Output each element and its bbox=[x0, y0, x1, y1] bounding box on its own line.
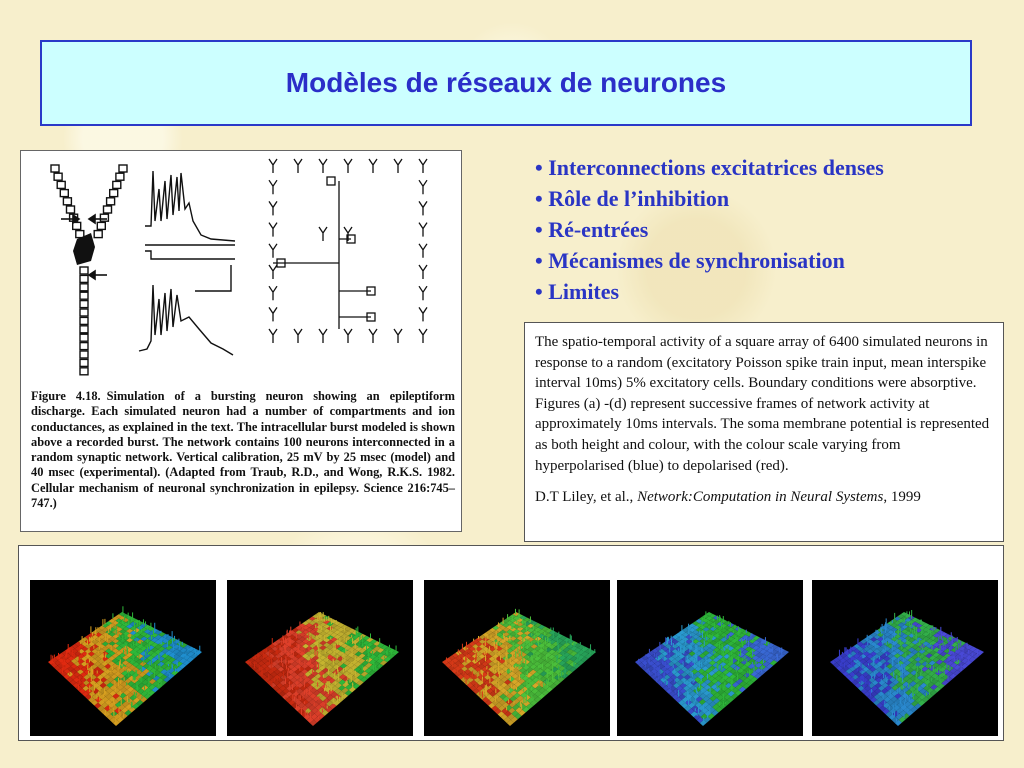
random-synaptic-network bbox=[268, 158, 428, 343]
citation: D.T Liley, et al., Network:Computation i… bbox=[535, 487, 993, 508]
bullet-item: • Rôle de l’inhibition bbox=[535, 186, 730, 211]
citation-authors: D.T Liley, et al., bbox=[535, 489, 638, 506]
bullet-item: • Interconnections excitatrices denses bbox=[535, 155, 884, 180]
activity-surface-1 bbox=[48, 606, 202, 726]
activity-frame-3 bbox=[424, 580, 610, 736]
figure-caption-text: Simulation of a bursting neuron showing … bbox=[31, 389, 455, 511]
activity-frame-5 bbox=[812, 580, 998, 736]
bullet-item: • Mécanismes de synchronisation bbox=[535, 248, 845, 273]
activity-surface-3 bbox=[442, 608, 596, 726]
description-text: The spatio-temporal activity of a square… bbox=[535, 334, 990, 474]
citation-journal: Network:Computation in Neural Systems bbox=[637, 489, 884, 506]
burst-traces bbox=[138, 170, 236, 356]
activity-frame-1 bbox=[30, 580, 216, 736]
arrows bbox=[61, 213, 107, 281]
bullet-item: • Ré-entrées bbox=[535, 217, 649, 242]
figure-label: Figure 4.18. bbox=[31, 389, 101, 403]
activity-surface-4 bbox=[635, 611, 789, 726]
neuron-diagram bbox=[50, 158, 428, 376]
bullet-item: • Limites bbox=[535, 279, 620, 304]
activity-surface-5 bbox=[830, 609, 984, 726]
compartment-neuron-drawing bbox=[50, 164, 128, 376]
soma-shape bbox=[73, 233, 95, 265]
citation-year: , 1999 bbox=[883, 489, 921, 506]
bullet-list: • Interconnections excitatrices denses •… bbox=[535, 152, 1005, 307]
slide-title-box: Modèles de réseaux de neurones bbox=[40, 40, 972, 126]
figure-caption: Figure 4.18.Simulation of a bursting neu… bbox=[31, 389, 455, 511]
activity-frame-2 bbox=[227, 580, 413, 736]
description-box: The spatio-temporal activity of a square… bbox=[524, 322, 1004, 542]
activity-surface-2 bbox=[245, 612, 399, 726]
figure-panel: Figure 4.18.Simulation of a bursting neu… bbox=[20, 150, 462, 532]
activity-frame-4 bbox=[617, 580, 803, 736]
activity-frames-panel bbox=[18, 545, 1004, 741]
slide-title: Modèles de réseaux de neurones bbox=[285, 67, 727, 98]
